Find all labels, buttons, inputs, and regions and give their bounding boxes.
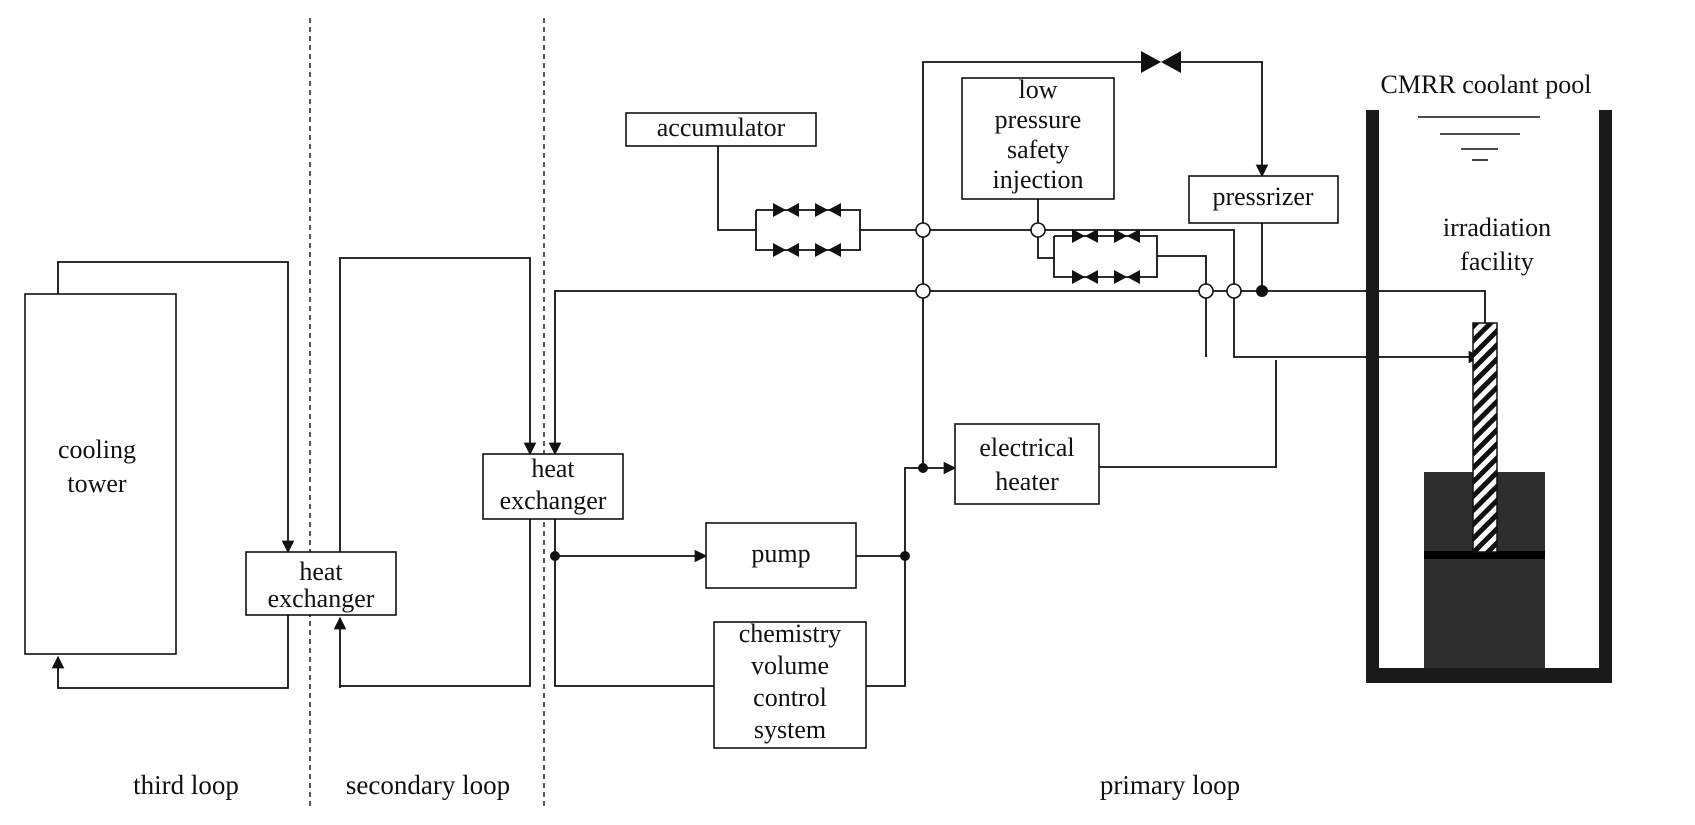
lpsi-to-valves	[1037, 230, 1054, 259]
lpsi-label-2: pressure	[995, 105, 1082, 134]
lpsi-label-3: safety	[1007, 135, 1069, 164]
cvcs-label-3: control	[753, 683, 827, 712]
cooling-tower: cooling tower	[24, 293, 177, 655]
pump-label: pump	[751, 539, 810, 568]
lpsi-label-1: low	[1019, 75, 1058, 104]
hx-to-pump-pipe	[554, 519, 708, 563]
cooling-tower-label-1: cooling	[58, 435, 136, 464]
third-loop-return-pipe	[51, 615, 289, 689]
pressurizer: pressrizer	[1188, 175, 1339, 224]
cvcs-outlet-pipe	[866, 556, 906, 687]
pressurizer-label: pressrizer	[1212, 182, 1313, 211]
accumulator-valve-icons	[773, 203, 841, 257]
cvcs-label-2: volume	[751, 651, 829, 680]
lpsi-label-4: injection	[993, 165, 1084, 194]
spray-to-pressurizer	[1180, 61, 1269, 178]
pump: pump	[705, 522, 857, 589]
irradiation-facility	[1472, 322, 1498, 553]
third-loop-supply-pipe	[57, 261, 295, 554]
heater-label-1: electrical	[979, 433, 1074, 462]
loop-label-secondary: secondary loop	[346, 770, 510, 800]
hx2-label-2: exchanger	[500, 486, 607, 515]
cvcs-label-1: chemistry	[739, 619, 842, 648]
electrical-heater: electrical heater	[954, 423, 1100, 505]
spray-valve-icon	[1141, 51, 1181, 73]
hx3-label-2: exchanger	[268, 584, 375, 613]
hx3-label-1: heat	[299, 557, 343, 586]
crossover-icons	[915, 222, 1242, 299]
hx2-label-1: heat	[531, 454, 575, 483]
chemistry-volume-control-system: chemistry volume control system	[713, 619, 867, 749]
junction-pressurizer	[1256, 285, 1268, 297]
heater-outlet-pipe	[1099, 360, 1277, 468]
injection-line-2	[1157, 255, 1207, 357]
accumulator-label: accumulator	[657, 113, 786, 142]
heat-exchanger-third: heat exchanger	[245, 551, 397, 616]
pressurizer-spray-line	[922, 61, 1141, 468]
heat-exchanger-primary: heat exchanger	[482, 453, 624, 520]
cvcs-inlet-pipe	[554, 556, 714, 687]
primary-hot-leg	[548, 290, 1460, 456]
accumulator: accumulator	[625, 112, 817, 147]
pool-title: CMRR coolant pool	[1381, 70, 1592, 99]
heater-label-2: heater	[995, 467, 1059, 496]
irradiation-label-1: irradiation	[1443, 213, 1551, 242]
secondary-supply-pipe	[339, 257, 537, 552]
water-level-icon	[1418, 116, 1540, 161]
irradiation-label-2: facility	[1460, 247, 1534, 276]
cooling-tower-label-2: tower	[67, 469, 127, 498]
cvcs-label-4: system	[754, 715, 826, 744]
lpsi-valve-icons	[1072, 229, 1140, 284]
core-plate	[1424, 551, 1545, 559]
lpsi-valve-bank	[1053, 235, 1158, 278]
pool-outlet-pipe	[1460, 290, 1486, 323]
accumulator-valve-bank	[755, 209, 861, 251]
secondary-return-pipe	[340, 519, 531, 687]
pump-to-heater-pipe	[904, 461, 957, 556]
loop-label-third: third loop	[133, 770, 239, 800]
accumulator-line	[717, 146, 756, 231]
injection-line-1	[860, 229, 1482, 364]
loop-label-primary: primary loop	[1100, 770, 1240, 800]
low-pressure-safety-injection: low pressure safety injection	[961, 75, 1115, 200]
